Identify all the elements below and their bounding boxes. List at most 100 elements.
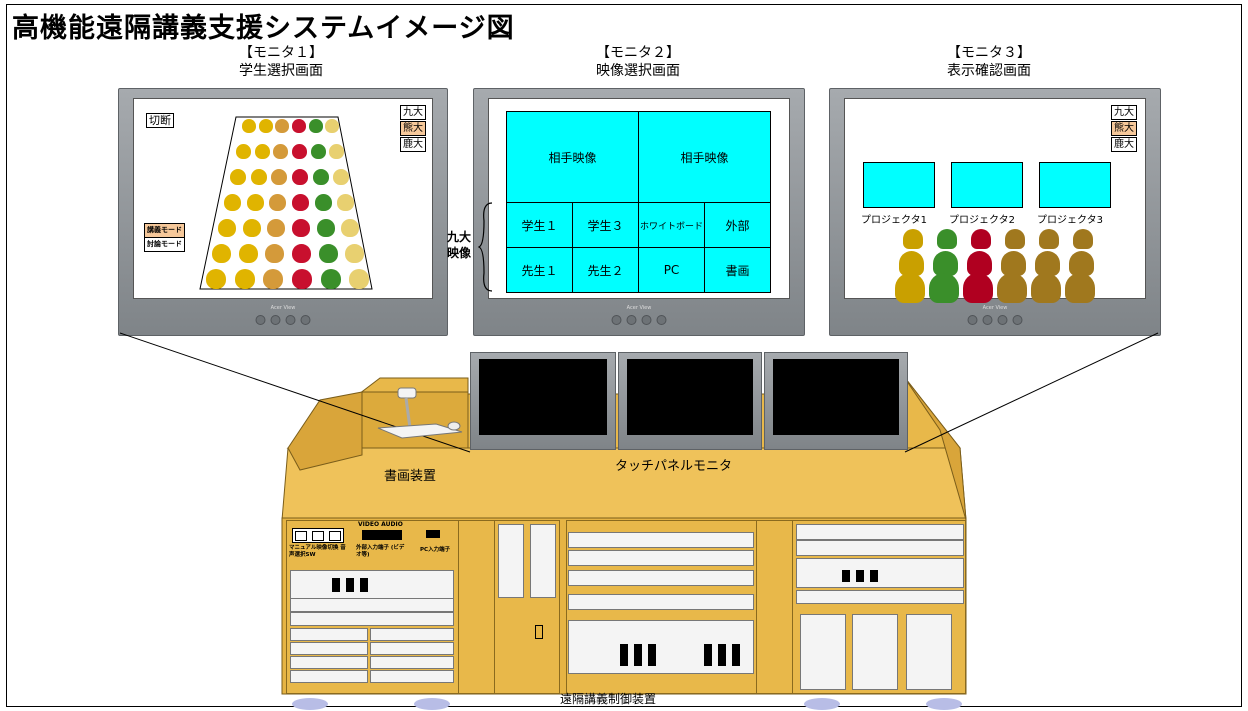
external-input-jacks[interactable] [362,530,402,540]
student-face[interactable] [292,244,311,263]
audience-person [997,273,1027,303]
rack-unit [370,656,454,669]
student-face[interactable] [310,144,326,159]
audience-person [903,229,923,249]
monitor3-label: 【モニタ３】 [947,45,1031,61]
student-face[interactable] [345,244,365,263]
projector3-preview[interactable] [1039,162,1111,208]
manual-switch-buttons[interactable] [292,528,344,543]
monitor1-label: 【モニタ１】 [239,45,323,61]
audience-person [1001,251,1026,276]
rack-unit [370,628,454,641]
student-face[interactable] [236,144,251,159]
student-face[interactable] [218,219,236,237]
video-audio-label: VIDEO AUDIO [358,521,403,528]
slot [718,644,726,666]
student-face[interactable] [292,194,309,211]
student-face[interactable] [254,144,270,159]
monitor1-bezel: Acer View [119,301,447,335]
cell-pc[interactable]: PC [638,247,705,293]
touch-panel-monitor-2[interactable] [618,352,762,450]
university-kumadai[interactable]: 熊大 [400,121,426,136]
audience-person [937,229,957,249]
student-face[interactable] [212,244,231,263]
student-face[interactable] [320,269,341,289]
student-face[interactable] [242,219,261,237]
partner-video-left[interactable]: 相手映像 [506,111,639,203]
right-pillar [756,520,794,694]
student-face[interactable] [230,169,246,185]
student-face[interactable] [250,169,267,185]
student-face[interactable] [308,119,323,133]
rack-unit [370,670,454,683]
door-panel [530,524,556,598]
m3-university-kumadai[interactable]: 熊大 [1111,121,1137,136]
manual-switch-label: マニュアル映像切換 音声選択SW [289,545,346,558]
student-face[interactable] [242,119,256,133]
student-face[interactable] [258,119,273,133]
student-face[interactable] [333,169,350,185]
rack-unit [290,656,368,669]
student-face[interactable] [265,244,285,263]
student-face[interactable] [292,119,306,133]
monitor3-label-group: 【モニタ３】 表示確認画面 [889,44,1089,80]
cut-button[interactable]: 切断 [146,113,174,128]
student-face[interactable] [267,219,286,237]
university-kagodai[interactable]: 鹿大 [400,137,426,152]
student-face[interactable] [314,194,332,211]
student-face[interactable] [246,194,264,211]
student-face[interactable] [224,194,241,211]
student-face[interactable] [312,169,329,185]
student-face[interactable] [292,219,310,237]
diagram-frame [6,4,1242,707]
rack-unit [568,532,754,548]
student-face[interactable] [269,194,287,211]
projector1-preview[interactable] [863,162,935,208]
student-face[interactable] [349,269,370,289]
m3-university-kagodai[interactable]: 鹿大 [1111,137,1137,152]
student-face[interactable] [329,144,345,159]
student-face[interactable] [275,119,290,133]
monitor2-bezel: Acer View [474,301,804,335]
monitor2-sublabel: 映像選択画面 [596,63,680,79]
student-face[interactable] [337,194,355,211]
external-input-label: 外部入力端子 (ビデオ等) [356,545,405,558]
student-face[interactable] [271,169,288,185]
audience-person [1005,229,1025,249]
slot [332,578,340,592]
student-face[interactable] [292,144,307,159]
student-face[interactable] [318,244,338,263]
door-handle[interactable] [535,625,543,639]
audience-person [967,251,992,276]
controller-label: 遠隔講義制御装置 [560,692,657,706]
pc-tower [800,614,846,690]
audience-person [1039,229,1059,249]
student-face[interactable] [273,144,289,159]
cell-teacher2[interactable]: 先生２ [572,247,639,293]
projector2-preview[interactable] [951,162,1023,208]
m3-university-kyudai[interactable]: 九大 [1111,105,1137,120]
student-face[interactable] [341,219,360,237]
student-face[interactable] [325,119,340,133]
student-face[interactable] [292,169,308,185]
student-face[interactable] [263,269,284,289]
university-kyudai[interactable]: 九大 [400,105,426,120]
touch-panel-monitor-3[interactable] [764,352,908,450]
touch-panel-monitor-1[interactable] [470,352,616,450]
slot [648,644,656,666]
slot [732,644,740,666]
audience-person [1065,273,1095,303]
audience-person [933,251,958,276]
student-face[interactable] [234,269,255,289]
monitor2: 相手映像 相手映像 学生１ 学生３ ホワイトボード 外部 先生１ 先生２ PC … [473,88,805,336]
pc-input-jack[interactable] [426,530,440,538]
monitor1: 切断 九大 熊大 鹿大 講義モード 討論モード Acer View [118,88,448,336]
student-face[interactable] [316,219,335,237]
cell-whiteboard[interactable]: ホワイトボード [638,202,705,248]
student-face[interactable] [206,269,226,289]
cell-document[interactable]: 書画 [704,247,771,293]
discussion-mode-button[interactable]: 討論モード [144,237,185,252]
student-face[interactable] [292,269,312,289]
student-face[interactable] [238,244,258,263]
audience-person [1031,273,1061,303]
